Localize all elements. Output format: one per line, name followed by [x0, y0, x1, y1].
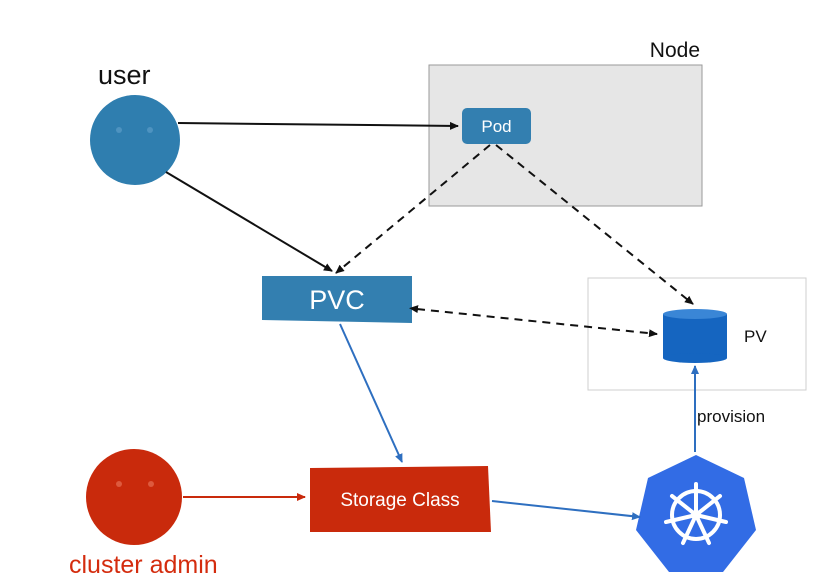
pod-label: Pod — [481, 117, 511, 136]
admin-face-icon — [86, 449, 182, 545]
pv-label: PV — [744, 327, 767, 346]
user-face-icon — [90, 95, 180, 185]
storage-class-box: Storage Class — [310, 466, 491, 532]
arrow-storage-class-to-k8s — [491, 500, 641, 521]
cluster-admin-label: cluster admin — [69, 551, 218, 579]
arrow-pvc-pv-binding — [409, 305, 658, 338]
kubernetes-helm-icon — [636, 455, 756, 572]
arrow-pvc-to-storage-class — [339, 323, 403, 463]
user-label: user — [98, 60, 151, 90]
pvc-box: PVC — [262, 276, 412, 323]
node-label: Node — [650, 39, 700, 62]
provision-label: provision — [697, 407, 765, 426]
pod-box: Pod — [462, 108, 531, 144]
arrow-pod-to-pv — [495, 144, 694, 305]
arrow-user-to-pvc — [165, 171, 333, 272]
arrow-pod-to-pvc — [335, 144, 491, 274]
pvc-label: PVC — [309, 285, 365, 315]
pv-cylinder-icon — [663, 309, 727, 363]
arrow-user-to-pod — [177, 121, 459, 130]
storage-class-label: Storage Class — [340, 490, 459, 511]
